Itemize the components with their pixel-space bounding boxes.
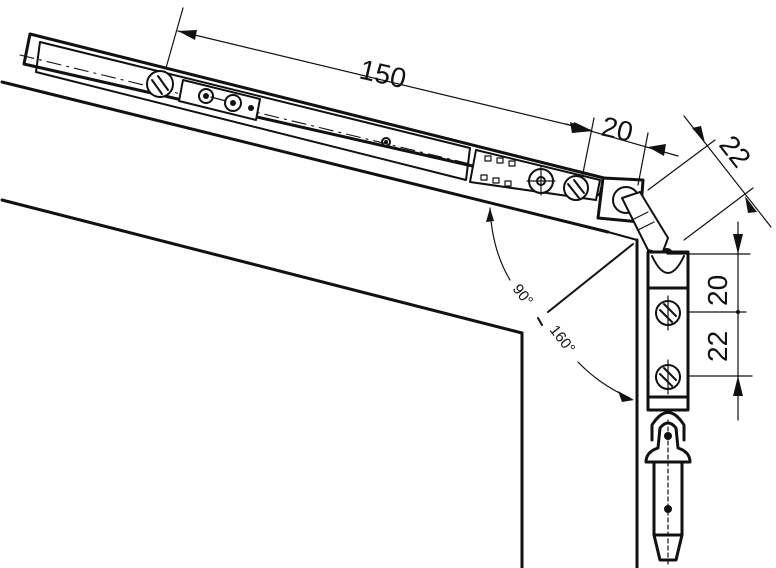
- slider-block: [178, 79, 261, 121]
- angle-min-label: 90°: [509, 281, 536, 309]
- angle-max-label: 160°: [546, 322, 579, 357]
- bolt-pin: [644, 411, 692, 566]
- screw-icon: [655, 295, 681, 331]
- dim-20-vertical-label: 20: [702, 275, 733, 306]
- dimension-lines: [165, 7, 772, 421]
- fixing-screw-icon: [526, 166, 556, 196]
- screw-icon: [146, 70, 174, 98]
- screw-icon: [655, 359, 681, 395]
- dimension-labels: 150 20 22 20 22 90° 160°: [357, 54, 757, 362]
- dim-150-label: 150: [357, 54, 409, 95]
- screw-icon: [563, 175, 589, 201]
- vertical-stay: [644, 250, 692, 566]
- dim-22-diagonal-label: 22: [713, 130, 757, 174]
- dim-22-vertical-label: 22: [702, 331, 733, 362]
- stay-arm: [19, 32, 606, 201]
- dim-20-top-label: 20: [599, 111, 636, 148]
- door-outline: [0, 80, 639, 568]
